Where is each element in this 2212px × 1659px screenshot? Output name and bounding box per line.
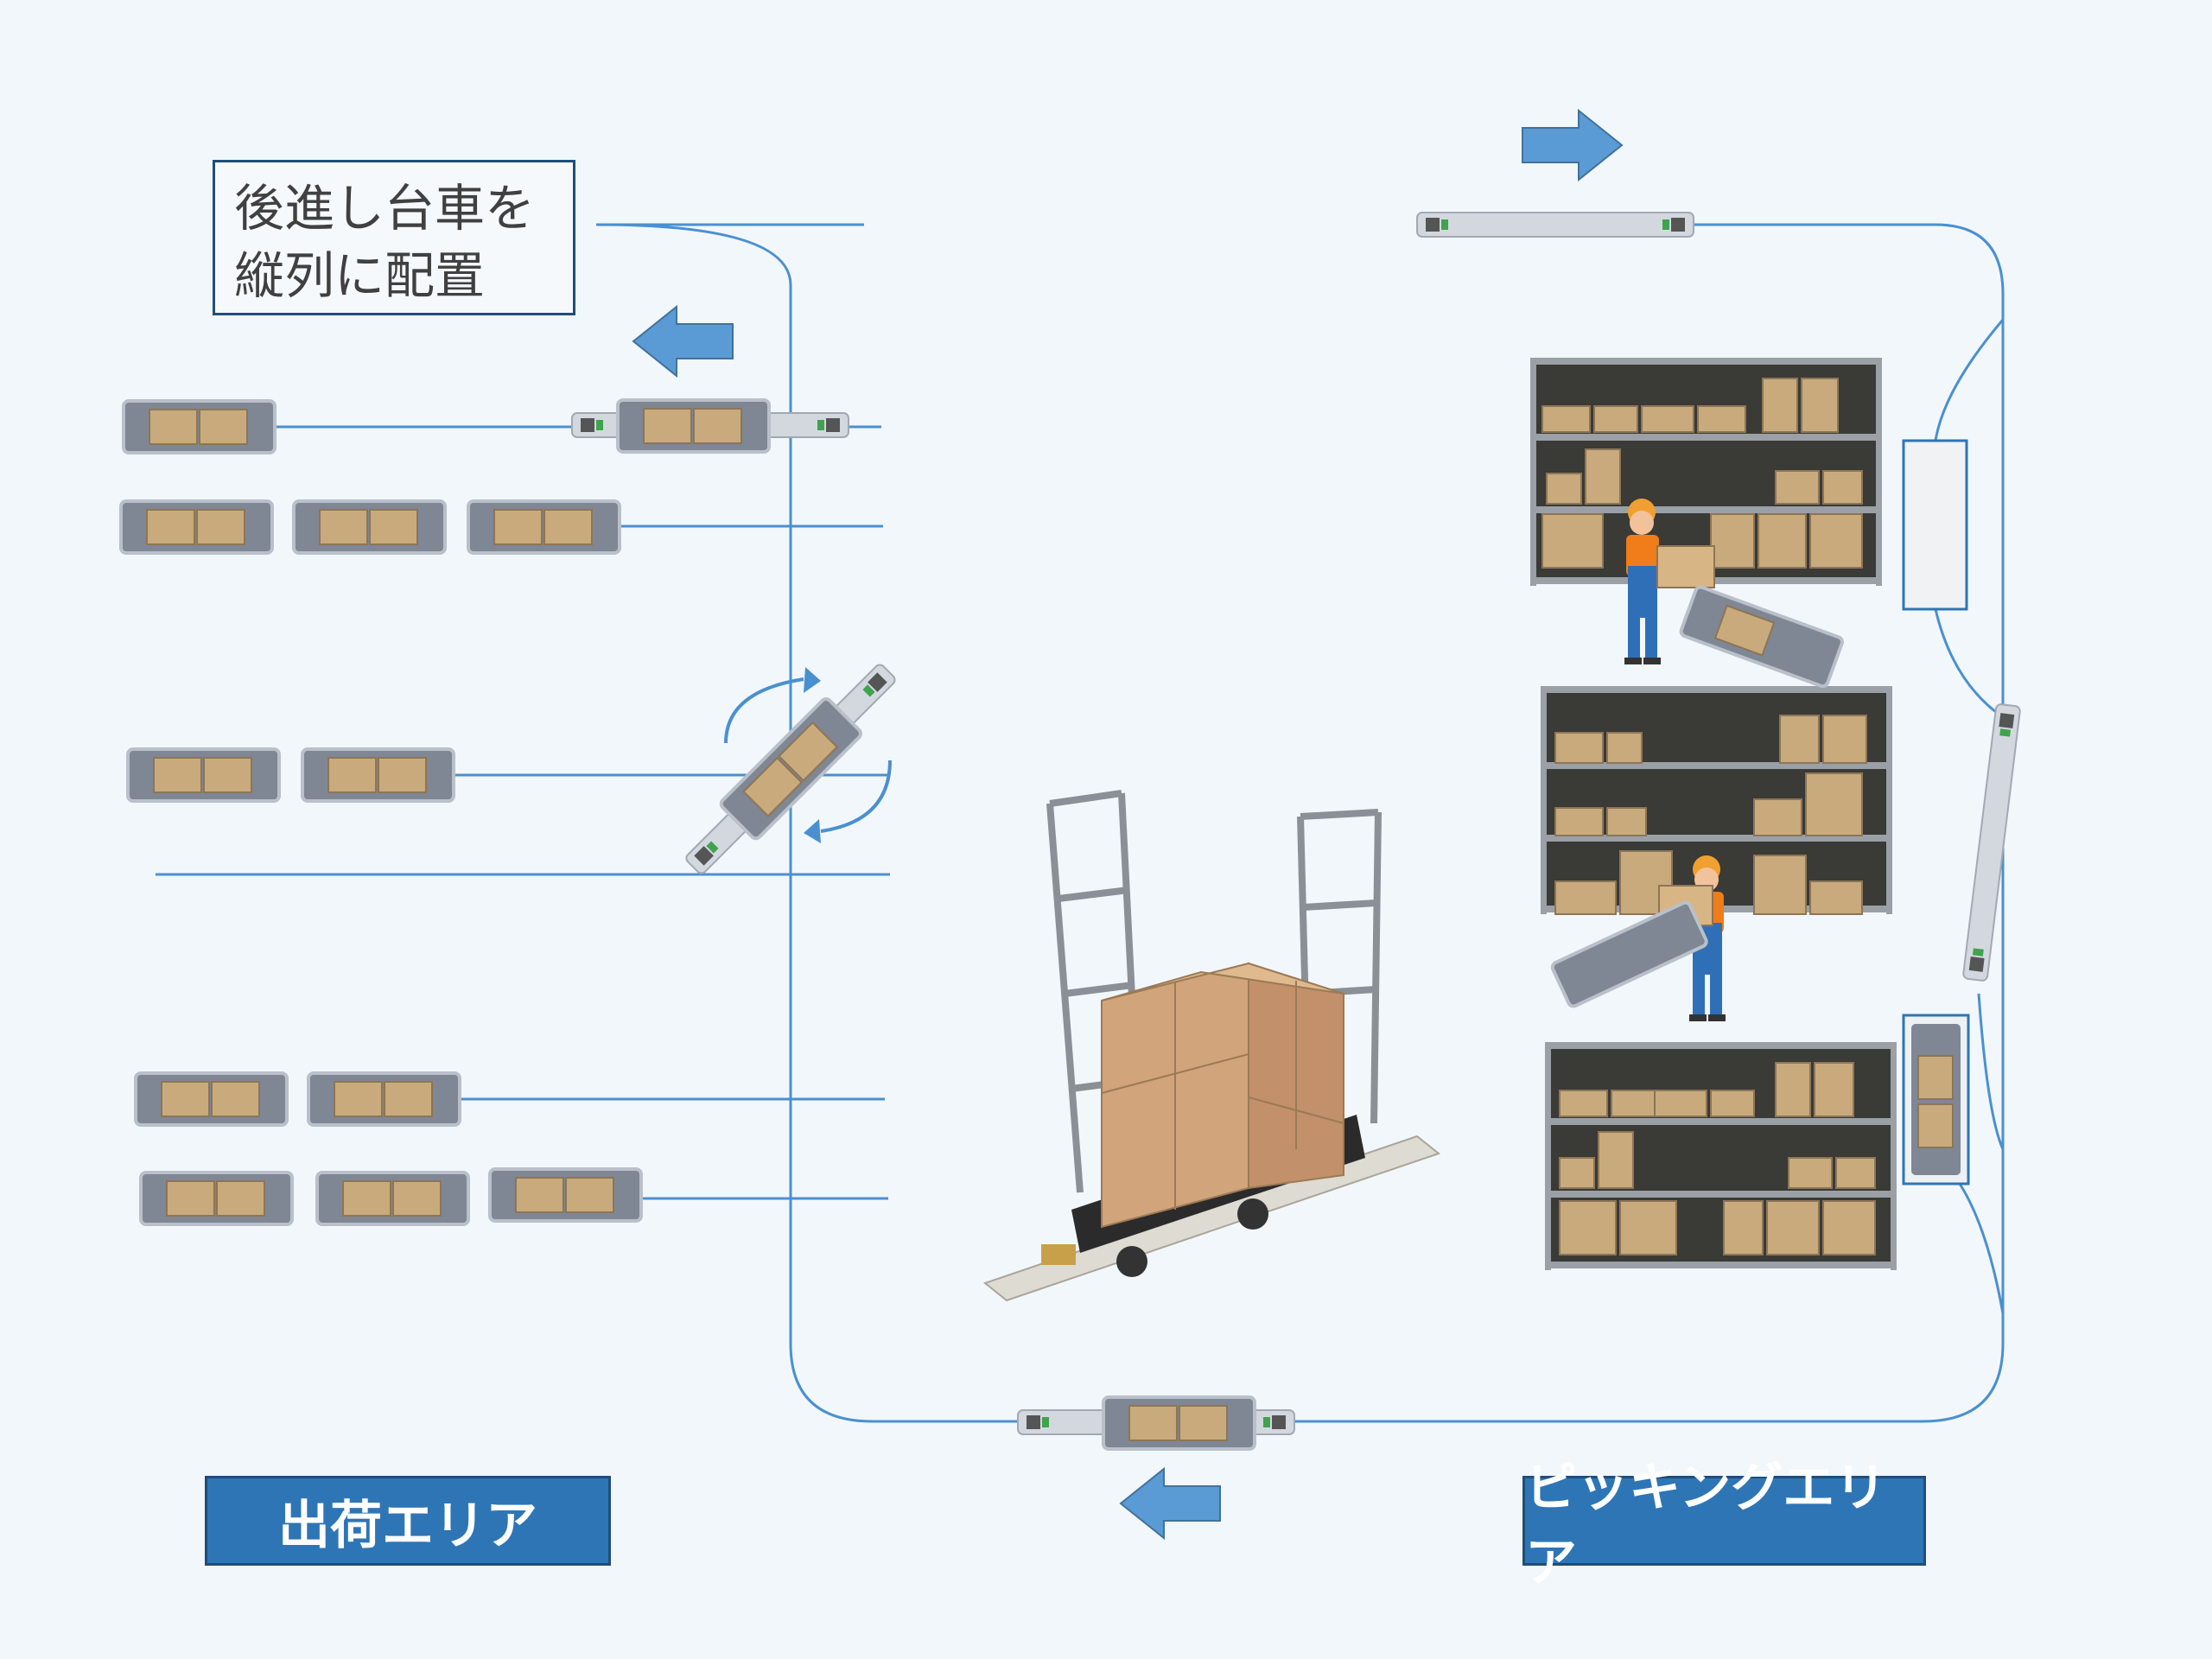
direction-arrow-icon: [632, 306, 734, 377]
picking-area-label: ピッキングエリア: [1522, 1458, 1926, 1593]
shipping-area-label: 出荷エリア: [205, 1476, 611, 1566]
direction-arrow-icon: [1120, 1468, 1221, 1539]
parked-carts: [119, 399, 643, 1226]
rotate-arrow-icon: [724, 667, 892, 843]
note-line-2: 縦列に配置: [234, 246, 486, 305]
agv-with-cart: [571, 398, 849, 454]
direction-arrow-icon: [1522, 110, 1623, 181]
agv-robot-icon: [1961, 702, 2022, 982]
empty-cart-slot: [1902, 439, 1968, 611]
note-line-1: 後進し台車を: [234, 179, 536, 238]
docked-cart: [1902, 1014, 1970, 1185]
cart-with-boxes: [982, 790, 1441, 1302]
carried-box: [1656, 545, 1715, 588]
agv-robot-icon: [1416, 212, 1694, 238]
agv-with-cart: [1017, 1395, 1295, 1451]
note-box: 後進し台車を 縦列に配置: [213, 160, 575, 315]
shelf-boxes: [1541, 378, 1876, 1255]
cart-icon: [1679, 585, 1844, 689]
cart-icon: [1550, 900, 1708, 1008]
